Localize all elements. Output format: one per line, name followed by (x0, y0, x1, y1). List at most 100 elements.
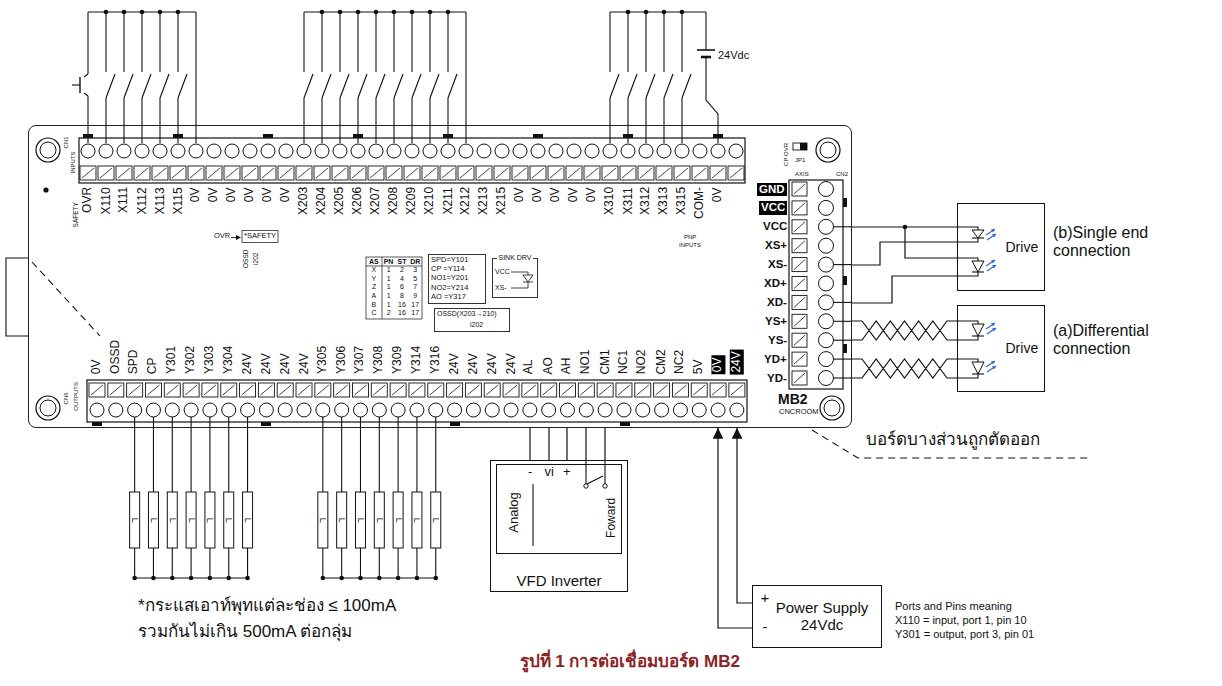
table-cell: 7 (413, 283, 417, 291)
terminal-slot (82, 168, 94, 178)
switch-lever (412, 74, 421, 98)
terminal-slot (386, 166, 402, 180)
terminal-slot (550, 168, 562, 178)
ossd-box: OSSD(X203→210)i202 (434, 308, 510, 332)
power-supply: +-Power Supply 24Vdc (752, 585, 882, 648)
node-text: VCC (495, 268, 510, 276)
led-symbol (972, 362, 984, 374)
terminal-screw (579, 403, 593, 417)
input-pin-label: X113 (153, 187, 167, 214)
terminal-slot (409, 383, 425, 397)
terminal-screw (819, 200, 834, 215)
switch-wire (87, 96, 88, 143)
load-wire (191, 417, 192, 492)
switch-lever (178, 74, 187, 98)
terminal-slot (223, 385, 235, 395)
connection-wire (852, 359, 957, 378)
terminal-slot (654, 383, 670, 397)
terminal-slot (578, 383, 594, 397)
drive-wire (957, 374, 978, 378)
terminal-slot (89, 383, 105, 397)
node-text: XS- (495, 284, 507, 292)
alias-box: SPD=Y101CP =Y114NO1=Y201NO2=Y214AO =Y317 (428, 254, 486, 304)
terminal-slot (240, 383, 256, 397)
terminal-screw (297, 144, 311, 158)
load-label: L (242, 518, 252, 523)
switch-wire (141, 98, 142, 143)
load-wire (360, 548, 361, 578)
input-pin-label: X210 (423, 187, 437, 215)
note-text: X110 = input, port 1, pin 10 (895, 614, 1027, 627)
light-ray (986, 323, 995, 329)
load-resistor (412, 492, 422, 548)
terminal-screw (441, 144, 455, 158)
input-pin-label: COM- (693, 187, 707, 219)
terminal-screw (128, 403, 142, 417)
table-grid (366, 257, 422, 319)
terminal-screw (819, 352, 834, 367)
drive-box: Drive (957, 203, 1045, 291)
battery-symbol (697, 49, 715, 51)
output-pin-label: NO1 (579, 349, 593, 374)
mounting-hole (40, 400, 56, 416)
load-label: L (186, 518, 196, 523)
terminal-slot (440, 166, 456, 180)
marker-arrow (236, 235, 241, 240)
terminal-slot (172, 168, 184, 178)
terminal-slot (314, 166, 330, 180)
node-text: vi (545, 465, 554, 480)
terminal-screw (153, 144, 167, 158)
terminal-slot (100, 168, 112, 178)
common-bus (304, 11, 466, 12)
table-cell: 4 (400, 275, 404, 283)
output-pin-label: AH (560, 357, 574, 374)
light-ray (987, 366, 996, 372)
terminal-screw (429, 403, 443, 417)
table-cell: 1 (387, 283, 391, 291)
switch-wire (321, 98, 322, 143)
terminal-slot (602, 166, 618, 180)
connector-tab (261, 422, 271, 426)
input-pin-label: X211 (441, 187, 455, 214)
note-text: รวมกันไม่เกิน 500mA ต่อกลุ่ม (138, 622, 352, 642)
input-pin-label: X204 (315, 187, 329, 215)
switch-lever (646, 74, 655, 98)
terminal-slot (693, 385, 705, 395)
terminal-slot (279, 385, 291, 395)
load-wire (341, 548, 342, 578)
load-wire (134, 548, 135, 578)
note-text: *SAFETY (244, 232, 276, 241)
mounting-hole (36, 396, 60, 420)
terminal-screw (259, 403, 273, 417)
terminal-screw (639, 144, 653, 158)
terminal-wire (834, 321, 853, 322)
output-pin-label: Y309 (391, 346, 405, 374)
terminal-slot (622, 168, 634, 178)
terminal-slot (505, 385, 517, 395)
terminal-screw (513, 144, 527, 158)
terminal-screw (353, 403, 367, 417)
table-cell: AS (369, 258, 379, 266)
terminal-screw (387, 144, 401, 158)
terminal-screw (333, 144, 347, 158)
terminal-slot (334, 168, 346, 178)
terminal-slot (296, 166, 312, 180)
switch-wire (303, 12, 304, 72)
note-text: Y301 = output, port 3, pin 01 (895, 628, 1034, 641)
table-cell: A (372, 292, 377, 300)
input-pin-label: X112 (135, 187, 149, 214)
terminal-slot (604, 168, 616, 178)
terminal-slot (792, 314, 807, 328)
load-resistor (186, 492, 196, 548)
input-pin-label: X207 (369, 187, 383, 215)
terminal-slot (368, 166, 384, 180)
load-label: L (336, 518, 346, 523)
terminal-screw (90, 403, 104, 417)
terminal-slot (110, 385, 122, 395)
axis-pin-label: YD- (767, 372, 787, 385)
axis-pin-label: YS+ (765, 315, 787, 328)
note-text: Ports and Pins meaning (895, 600, 1012, 613)
load-label: L (393, 518, 403, 523)
terminal-slot (202, 383, 218, 397)
